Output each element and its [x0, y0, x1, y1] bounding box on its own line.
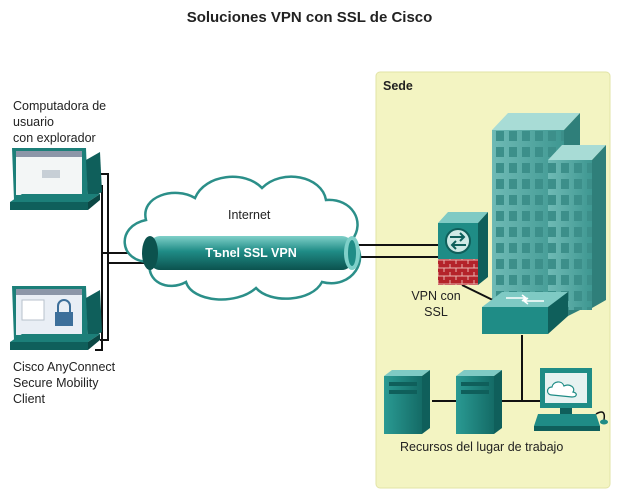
anyconnect-label: Cisco AnyConnect Secure Mobility Client — [13, 360, 116, 406]
browser-pc-label: Computadora de usuario con explorador — [13, 99, 107, 145]
hq-label: Sede — [383, 79, 413, 93]
resources-label: Recursos del lugar de trabajo — [400, 440, 564, 454]
workstation — [534, 368, 608, 431]
server-1 — [384, 370, 430, 434]
switch-device — [482, 292, 568, 334]
browser-laptop — [10, 148, 102, 210]
ssl-vpn-tunnel — [142, 236, 360, 270]
tunnel-label: Tъnel SSL VPN — [205, 246, 297, 260]
hq-building — [492, 113, 606, 318]
internet-label: Internet — [228, 208, 271, 222]
vpn-firewall-device — [438, 212, 488, 285]
anyconnect-laptop — [10, 286, 102, 350]
diagram-title: Soluciones VPN con SSL de Cisco — [186, 9, 433, 26]
server-2 — [456, 370, 502, 434]
vpn-device-label: VPN con SSL — [411, 289, 461, 319]
